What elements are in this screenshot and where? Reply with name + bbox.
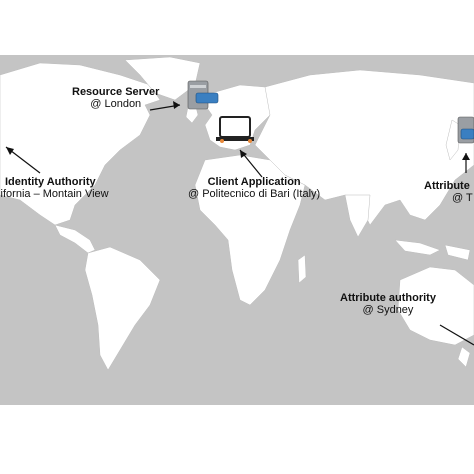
madagascar-land	[297, 254, 307, 284]
identity-authority-label: Identity Authority alifornia – Montain V…	[0, 176, 109, 200]
laptop-icon	[216, 116, 254, 143]
greenland-land	[124, 56, 201, 101]
arrow-attribute-sydney	[439, 324, 474, 346]
india-land	[344, 194, 371, 238]
attribute-tokyo-label: Attribute @ T	[424, 180, 473, 204]
attribute-sydney-place: @ Sydney	[362, 304, 414, 316]
client-application-place: @ Politecnico di Bari (Italy)	[188, 188, 321, 200]
server-icon	[187, 80, 219, 110]
resource-server-place: @ London	[90, 98, 142, 110]
new-guinea-land	[444, 244, 471, 261]
client-application-name: Client Application	[207, 176, 301, 188]
client-application-label: Client Application @ Politecnico di Bari…	[188, 176, 320, 200]
attribute-sydney-label: Attribute authority @ Sydney	[340, 292, 436, 316]
resource-server-name: Resource Server	[72, 86, 160, 98]
south-america-land	[84, 246, 161, 371]
indonesia-land	[394, 239, 441, 256]
attribute-tokyo-name: Attribute	[424, 180, 470, 192]
world-map	[0, 55, 474, 405]
central-america-land	[54, 224, 96, 254]
asia-land	[254, 69, 474, 226]
new-zealand-land	[457, 346, 471, 368]
arrowhead-identity	[6, 147, 14, 155]
attribute-tokyo-place: @ T	[452, 192, 473, 204]
north-america-land	[0, 62, 161, 226]
identity-authority-name: Identity Authority	[4, 176, 96, 188]
resource-server-label: Resource Server @ London	[72, 86, 159, 110]
arrowhead-resource	[173, 101, 180, 109]
attribute-sydney-name: Attribute authority	[340, 292, 436, 304]
server-icon-tokyo	[457, 116, 474, 144]
arrowhead-tokyo	[462, 153, 470, 160]
arrowhead-client	[240, 150, 247, 158]
identity-authority-place: alifornia – Montain View	[0, 188, 109, 200]
